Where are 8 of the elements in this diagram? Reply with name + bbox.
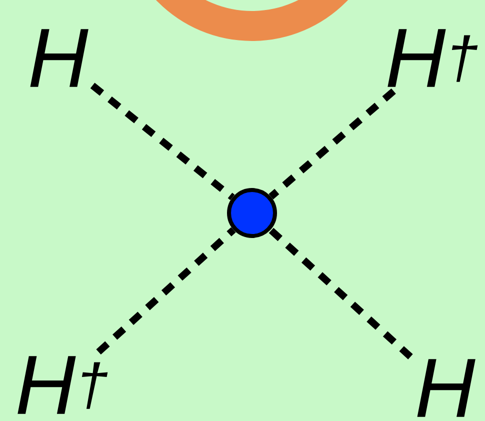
particle-label: H	[417, 359, 476, 417]
dashed-line	[90, 82, 235, 200]
dashed-line	[96, 227, 236, 354]
particle-label: H$^{†}$	[388, 29, 478, 87]
particle-label: H	[30, 29, 88, 87]
dashed-line	[268, 88, 396, 200]
particle-label: H$^{†}$	[18, 356, 108, 414]
dashed-line	[268, 227, 413, 360]
